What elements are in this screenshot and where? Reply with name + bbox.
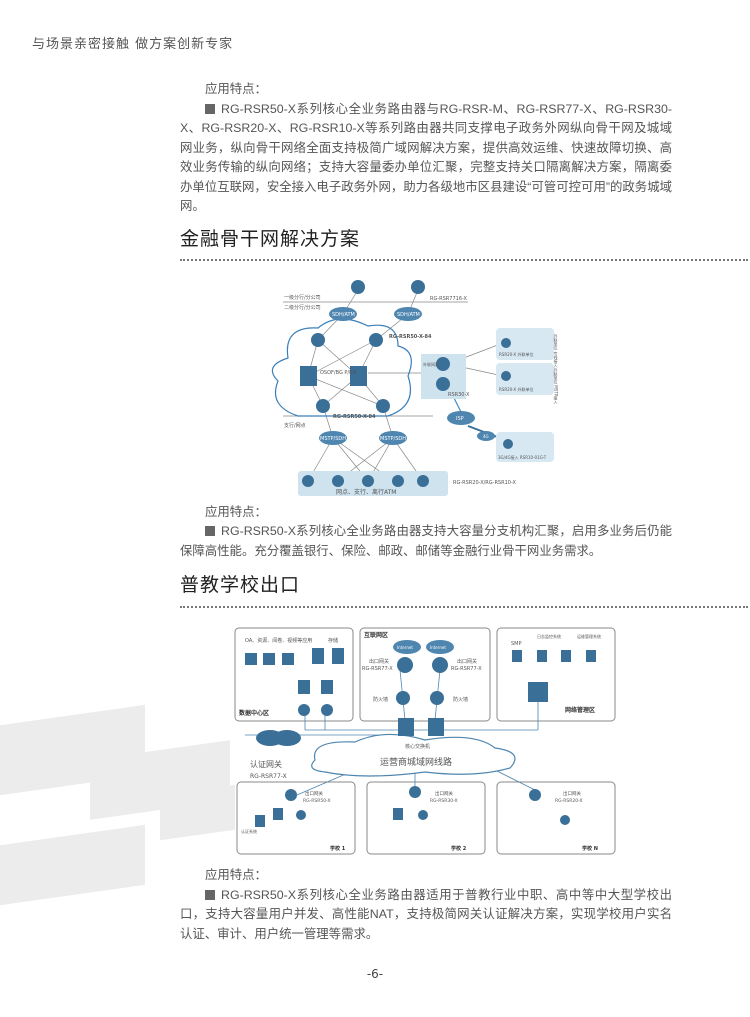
label-firewall: 防火墙 — [453, 696, 468, 703]
decorative-band — [0, 824, 145, 906]
features-label: 应用特点： — [205, 868, 267, 882]
label-tier2: 二级分行/分公司 — [284, 304, 321, 311]
label-sdh: SDH/ATM — [332, 312, 355, 318]
features-paragraph-0: 应用特点： RG-RSR50-X系列核心全业务路由器与RG-RSR-M、RG-R… — [180, 80, 672, 217]
label-internet: Internet — [430, 645, 446, 650]
label-atm: 网点、支行、离行ATM — [336, 488, 396, 496]
label-egress-gw: 出口网关 — [457, 658, 477, 665]
label-internet: Internet — [397, 645, 413, 650]
label-school1: 学校 1 — [330, 845, 346, 852]
label-egress-gw: 出口网关 — [369, 658, 389, 665]
label-branch: 支行/网点 — [284, 422, 306, 429]
label-auth-model: RG-RSR77-X — [250, 773, 287, 780]
features-label: 应用特点： — [205, 82, 267, 96]
divider — [180, 606, 748, 608]
label-ext1: 外联单位 专线接入 — [554, 332, 559, 367]
label-isp: ISP — [456, 416, 464, 422]
label-smp: SMP — [511, 641, 522, 647]
label-dc-apps: OA、资源、阅卷、视频等应用 — [245, 637, 312, 644]
features-label: 应用特点： — [205, 504, 267, 519]
label-edge-model: RG-RSR20-X/RG-RSR10-X — [453, 480, 516, 486]
label-rsr77: RG-RSR77-X — [451, 666, 482, 672]
label-ext2: 外联单位 MSTP接入 — [554, 366, 559, 404]
bullet-square-icon — [205, 103, 215, 114]
features-paragraph-2: 应用特点： RG-RSR50-X系列核心全业务路由器适用于普教行业中职、高中等中… — [180, 866, 672, 944]
school-network-diagram: OA、资源、阅卷、视频等应用 存储 数据中心区 互联网区 Internet In… — [234, 627, 616, 855]
label-school2: 学校 2 — [451, 845, 467, 852]
label-rsr20a: RSR20-X 外联单位 — [499, 351, 533, 357]
label-core-model: RG-RSR50-X-84 — [389, 334, 432, 340]
label-firewall: 防火墙 — [373, 696, 388, 703]
label-nm-zone: 网络管理区 — [565, 706, 595, 714]
label-sn-model: RG-RSR20-X — [555, 798, 583, 804]
label-ospf: OSOF/BG P/RIP — [320, 370, 357, 376]
label-egress-gw: 出口网关 — [305, 790, 323, 797]
label-auth-gw: 认证网关 — [250, 759, 282, 769]
features-text: RG-RSR50-X系列核心全业务路由器与RG-RSR-M、RG-RSR77-X… — [180, 101, 672, 214]
label-egress-gw: 出口网关 — [435, 790, 453, 797]
label-s1-model: RG-RSR50-X — [303, 798, 331, 804]
finance-network-diagram: 一级分行/分公司 二级分行/分公司 RG-RSR7716-X SDH/ATM S… — [271, 279, 559, 496]
label-wan: 运营商城域网线路 — [380, 756, 452, 768]
label-tier1: 一级分行/分公司 — [284, 294, 321, 301]
label-top-model: RG-RSR7716-X — [430, 296, 468, 302]
section-title-finance: 金融骨干网解决方案 — [180, 227, 361, 250]
label-mstp: MSTP/SDH — [380, 436, 406, 442]
section-title-school: 普教学校出口 — [180, 574, 301, 596]
label-4g-access: 3G/4G接入 RSR10-01G-T — [498, 454, 547, 460]
bullet-square-icon — [205, 889, 215, 900]
label-dc-zone: 数据中心区 — [239, 709, 269, 717]
page-header-tagline: 与场景亲密接触 做方案创新专家 — [32, 37, 234, 52]
label-agg-model: RG-RSR50-X-84 — [333, 414, 376, 420]
label-rsr20b: RSR20-X 外联单位 — [499, 386, 533, 392]
label-mstp: MSTP/SDH — [320, 436, 346, 442]
label-egress-gw: 出口网关 — [563, 790, 581, 797]
main-column: 应用特点： RG-RSR50-X系列核心全业务路由器与RG-RSR-M、RG-R… — [180, 80, 748, 944]
label-s2-model: RG-RSR30-X — [430, 798, 458, 804]
label-storage: 存储 — [328, 637, 338, 644]
label-auth-system: 认证系统 — [241, 828, 257, 834]
features-text: RG-RSR50-X系列核心全业务路由器适用于普教行业中职、高中等中大型学校出口… — [180, 887, 672, 941]
label-inet-zone: 互联网区 — [364, 631, 388, 639]
label-core-switch: 核心交换机 — [405, 743, 430, 750]
label-sdh: SDH/ATM — [397, 312, 420, 318]
label-4g: 4G — [483, 434, 489, 439]
label-outer-zone: 外联网区 — [423, 361, 439, 367]
label-rsr77: RG-RSR77-X — [362, 666, 393, 672]
features-text: RG-RSR50-X系列核心全业务路由器支持大容量分支机构汇聚，启用多业务后仍能… — [180, 524, 672, 558]
bullet-square-icon — [205, 526, 215, 536]
label-schoolN: 学校 N — [582, 845, 598, 852]
page-number: -6- — [366, 967, 384, 981]
label-rsr30: RSR30-X — [448, 392, 470, 398]
features-paragraph-1: 应用特点： RG-RSR50-X系列核心全业务路由器支持大容量分支机构汇聚，启用… — [180, 503, 672, 562]
divider — [180, 258, 748, 261]
label-log: 日志监控系统 — [537, 633, 561, 639]
label-ops: 运维管理系统 — [577, 633, 601, 639]
